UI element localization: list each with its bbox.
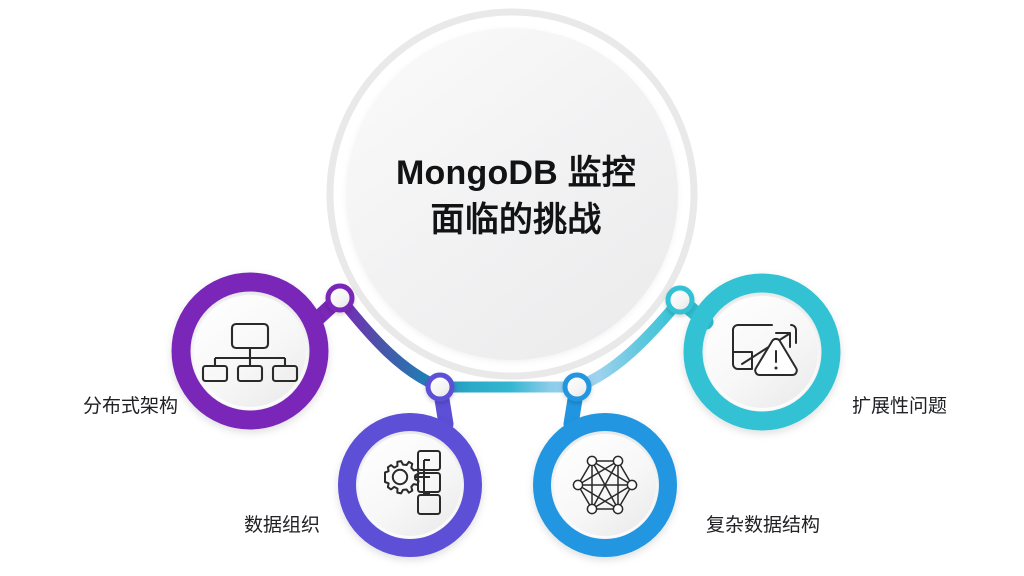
hub-inner-disc	[346, 28, 678, 360]
node-data-organization[interactable]	[338, 413, 482, 557]
connector-dot-3	[562, 372, 592, 402]
connector-arc	[334, 292, 686, 393]
node-4-ring	[683, 273, 841, 431]
connector-dot-2	[425, 372, 455, 402]
node-scalability-issues[interactable]	[683, 273, 841, 431]
node-2-disc	[359, 434, 461, 536]
scale-warning-icon	[732, 324, 798, 376]
node-label-distributed-architecture: 分布式架构	[82, 396, 178, 417]
node-label-scalability-issues: 扩展性问题	[852, 396, 948, 417]
node-2-ring	[338, 413, 482, 557]
node-complex-data-structures[interactable]	[533, 413, 677, 557]
node-1-ring	[171, 272, 329, 430]
gear-boxes-icon	[384, 450, 441, 515]
node-3-ring	[533, 413, 677, 557]
hub-circle	[326, 8, 698, 380]
network-graph-icon	[572, 455, 638, 515]
node-label-complex-data-structures: 复杂数据结构	[706, 515, 821, 536]
hierarchy-icon	[201, 322, 299, 383]
hub-outer-ring	[326, 8, 698, 380]
node-label-data-organization: 数据组织	[243, 515, 320, 536]
connector-dot-1	[325, 283, 355, 313]
connector-dot-4	[665, 285, 695, 315]
node-distributed-architecture[interactable]	[171, 272, 329, 430]
